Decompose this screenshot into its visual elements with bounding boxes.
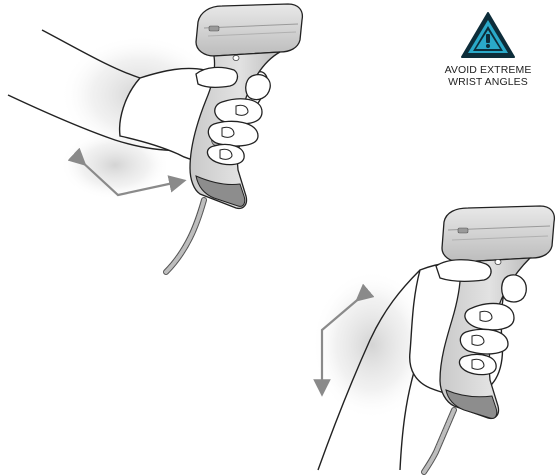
warning-line-1: AVOID EXTREME bbox=[432, 64, 544, 76]
coiled-cable bbox=[166, 200, 204, 272]
warning-line-2: WRIST ANGLES bbox=[432, 76, 544, 88]
scan-window bbox=[458, 228, 468, 233]
thumb bbox=[436, 260, 491, 282]
lanyard-hole bbox=[495, 260, 501, 265]
scanner-head bbox=[442, 206, 554, 262]
index-finger bbox=[502, 275, 527, 302]
figure-bent-wrist-raised-grip bbox=[312, 206, 554, 472]
index-finger bbox=[246, 75, 271, 100]
warning-callout: AVOID EXTREME WRIST ANGLES bbox=[432, 10, 544, 88]
warning-triangle-icon bbox=[459, 10, 517, 60]
figure-bent-wrist-low-grip bbox=[8, 4, 302, 272]
lanyard-hole bbox=[233, 56, 239, 61]
coiled-cable bbox=[424, 410, 454, 472]
thumb bbox=[196, 67, 237, 87]
scan-window bbox=[209, 26, 219, 31]
